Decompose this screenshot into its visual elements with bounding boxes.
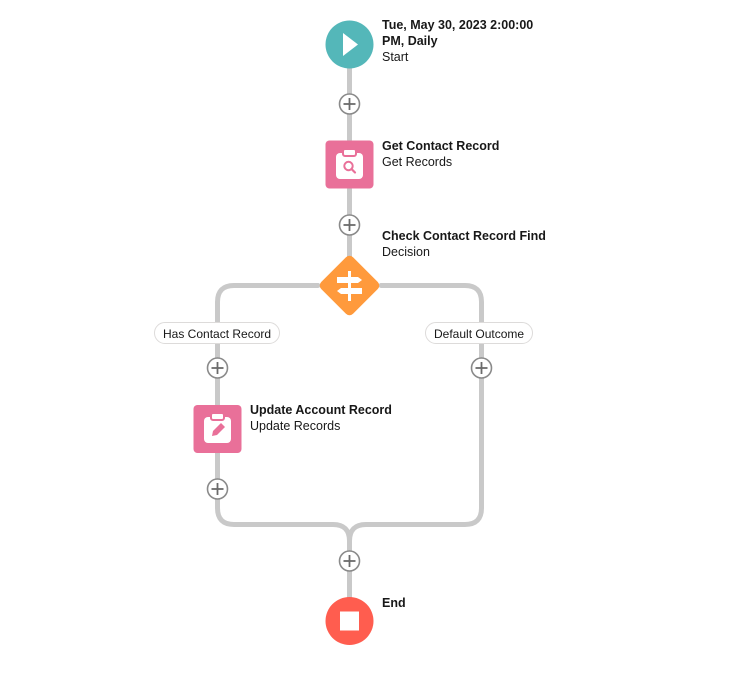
decision-type: Decision	[382, 245, 430, 259]
update-account-record-title: Update Account Record	[250, 403, 392, 417]
play-icon	[343, 33, 358, 56]
update-account-record-label: Update Account Record Update Records	[250, 402, 392, 434]
connector-decision-right	[347, 283, 484, 544]
start-node[interactable]	[325, 20, 374, 69]
update-account-record-node[interactable]	[193, 405, 242, 453]
plus-icon	[343, 555, 356, 567]
add-element-button[interactable]	[338, 93, 361, 115]
start-node-type: Start	[382, 50, 409, 64]
decision-label: Check Contact Record Find Decision	[382, 228, 546, 260]
connector-update-merge	[215, 450, 352, 544]
start-node-label: Tue, May 30, 2023 2:00:00 PM, Daily Star…	[382, 17, 533, 65]
decision-node[interactable]	[318, 254, 382, 318]
plus-icon	[211, 483, 224, 495]
add-element-button[interactable]	[338, 550, 361, 572]
end-node-label: End	[382, 595, 406, 611]
get-contact-record-label: Get Contact Record Get Records	[382, 138, 499, 170]
start-schedule-line2: PM, Daily	[382, 34, 438, 48]
outcome-has-contact-record[interactable]: Has Contact Record	[154, 322, 281, 344]
plus-icon	[343, 98, 356, 110]
add-element-button[interactable]	[470, 357, 493, 379]
get-contact-record-type: Get Records	[382, 155, 453, 169]
plus-icon	[475, 362, 488, 374]
plus-icon	[211, 362, 224, 374]
start-schedule-line1: Tue, May 30, 2023 2:00:00	[382, 18, 534, 32]
end-node[interactable]	[325, 597, 374, 645]
connector-decision-left	[215, 283, 321, 408]
update-account-record-type: Update Records	[250, 419, 341, 433]
signpost-icon	[337, 271, 362, 301]
plus-icon	[343, 219, 356, 231]
outcome-default[interactable]: Default Outcome	[425, 322, 534, 344]
get-contact-record-title: Get Contact Record	[382, 139, 500, 153]
clipboard-edit-icon	[204, 412, 231, 443]
add-element-button[interactable]	[206, 357, 229, 379]
add-element-button[interactable]	[338, 214, 361, 236]
clipboard-search-icon	[336, 148, 363, 179]
add-element-button[interactable]	[206, 478, 229, 500]
end-title: End	[382, 596, 406, 610]
get-contact-record-node[interactable]	[325, 140, 374, 189]
stop-icon	[340, 611, 359, 631]
decision-title: Check Contact Record Find	[382, 229, 546, 243]
